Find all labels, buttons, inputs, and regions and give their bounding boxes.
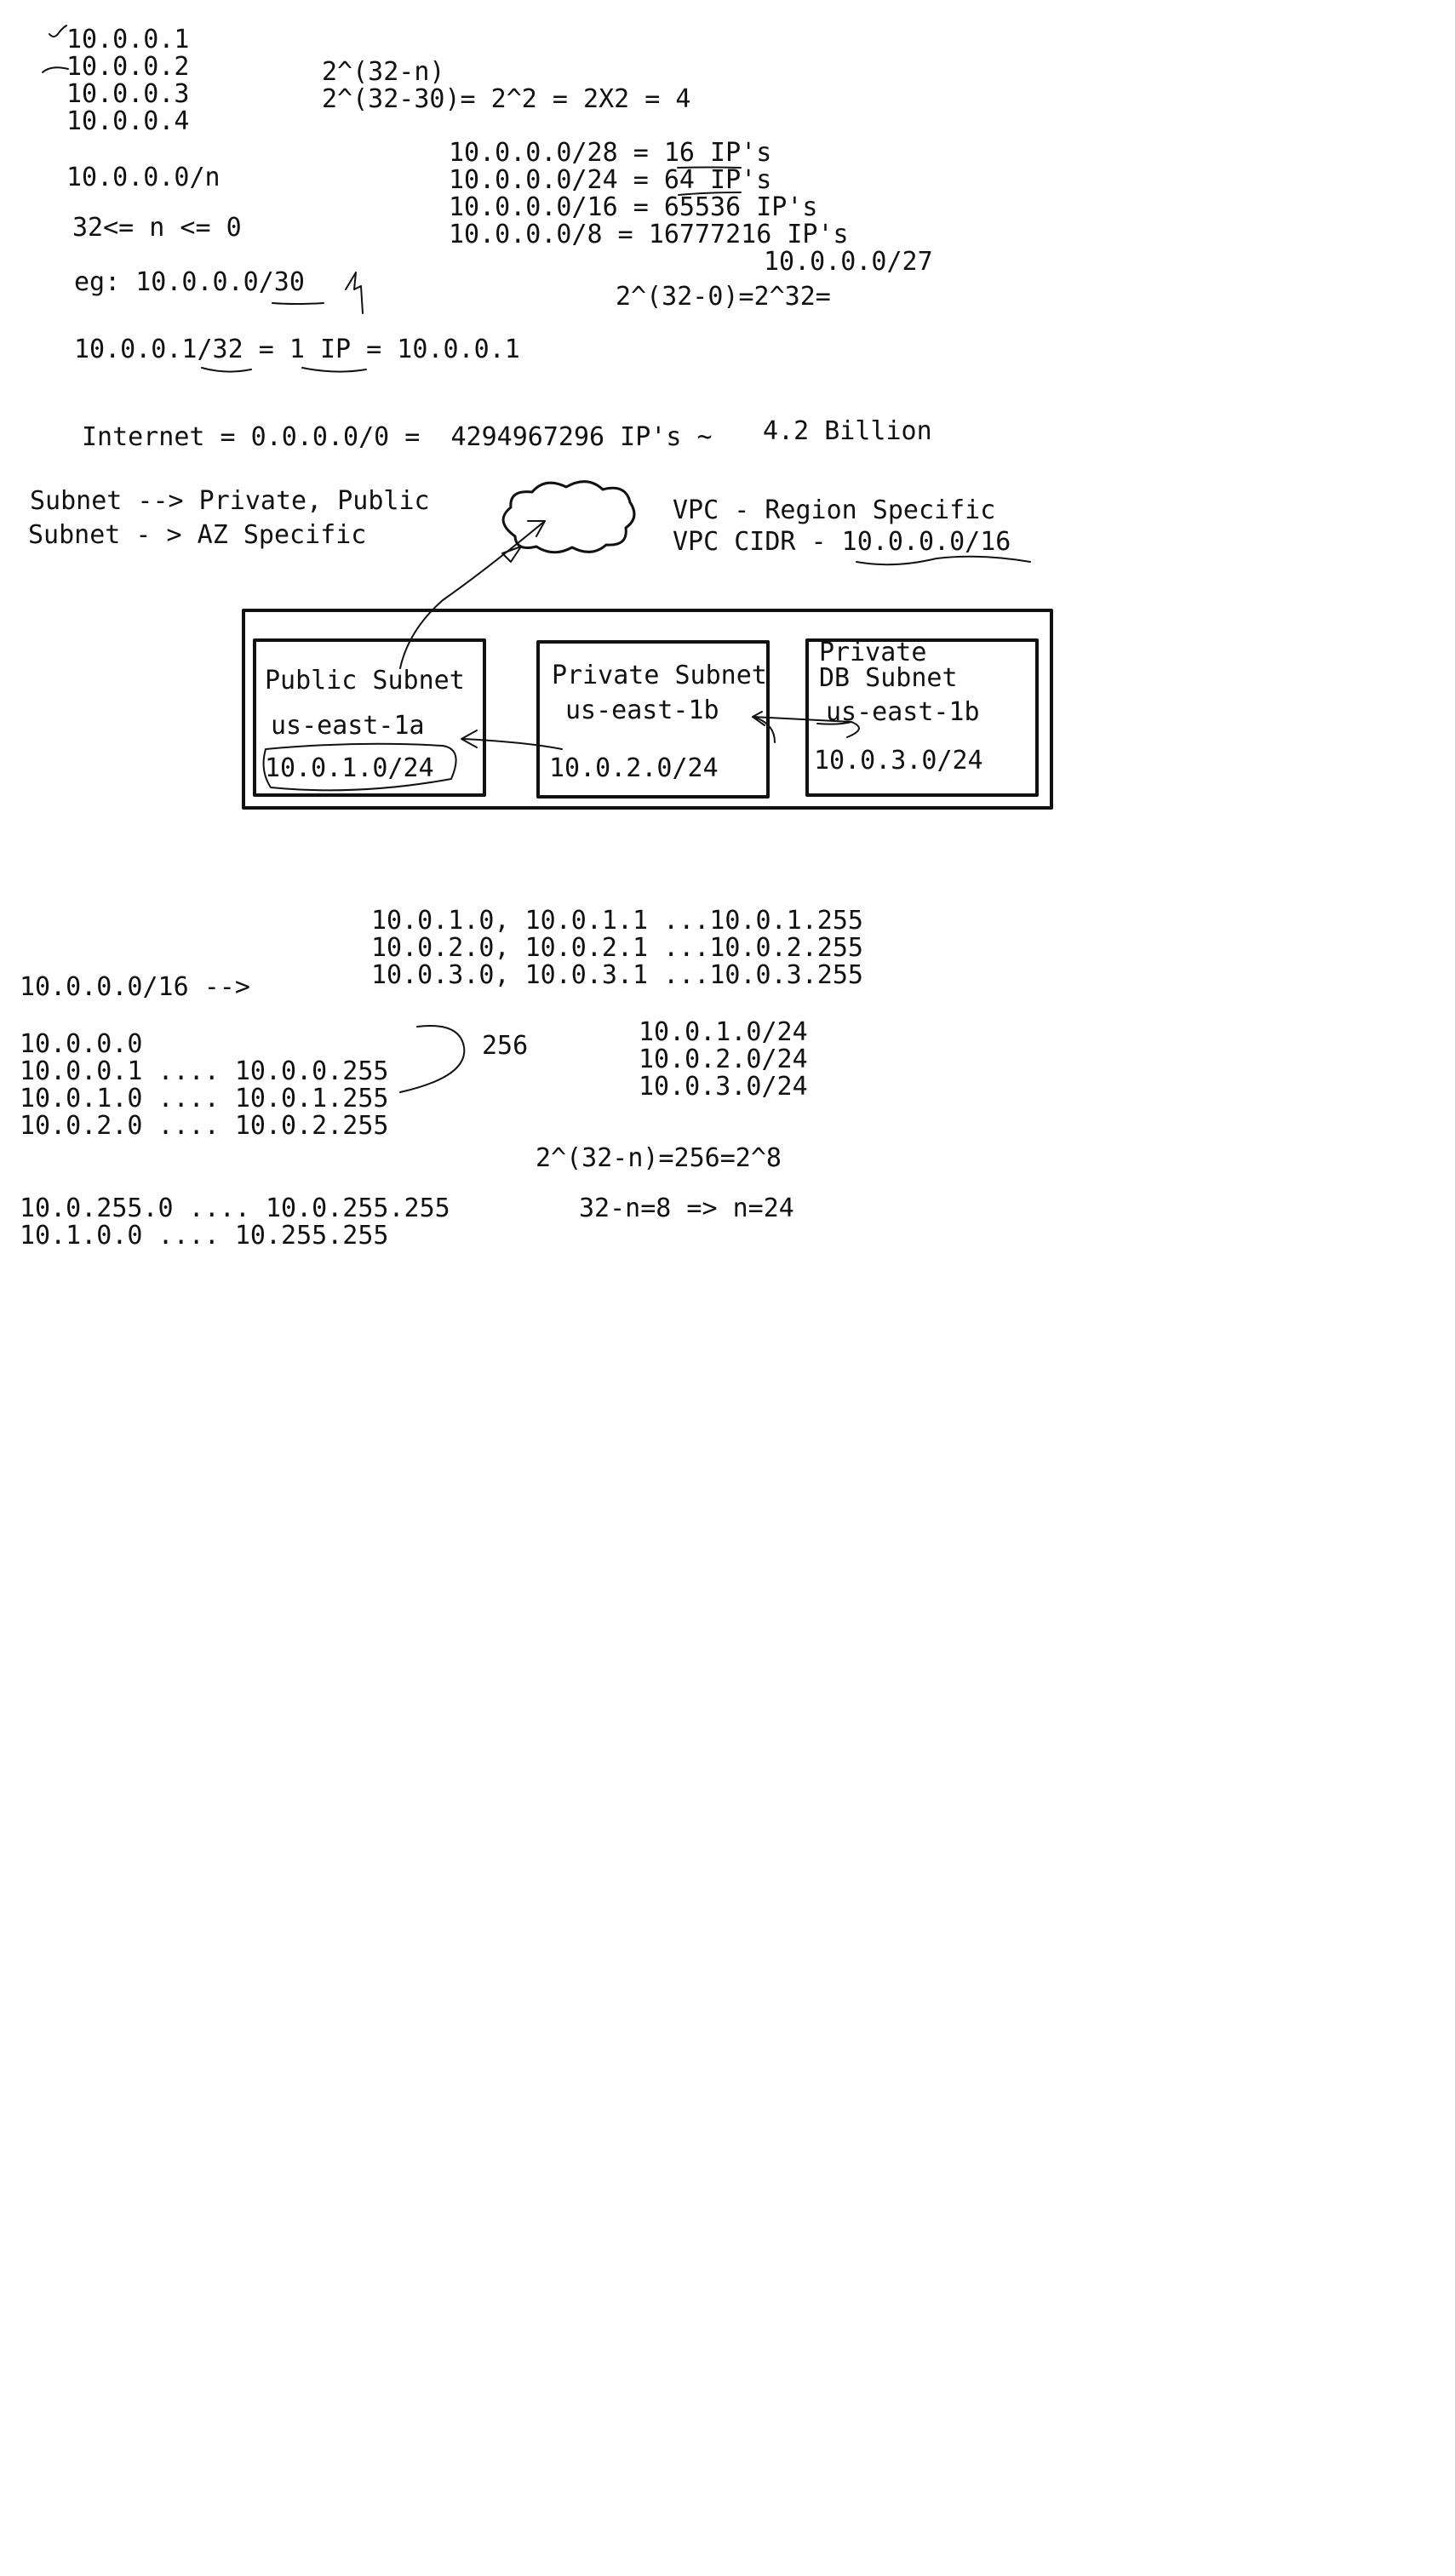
public-subnet-cidr: 10.0.1.0/24 (265, 753, 434, 783)
private-subnet-cidr: 10.0.2.0/24 (549, 753, 719, 783)
check-mark-icon (49, 25, 67, 37)
tick-mark-icon (42, 66, 69, 73)
vpc-note: VPC - Region Specific (673, 495, 996, 525)
range-row: 10.0.2.0, 10.0.2.1 ...10.0.2.255 (371, 933, 863, 963)
cidr-size-row: 10.0.0.0/28 = 16 IP's (449, 138, 772, 168)
public-subnet-az: us-east-1a (271, 711, 425, 741)
vpc-arrow-note: 10.0.0.0/16 --> (20, 972, 250, 1002)
squiggle-mark (345, 272, 364, 314)
subnet-note: Subnet --> Private, Public (30, 486, 430, 516)
subnet-list-item: 10.0.2.0/24 (639, 1045, 808, 1074)
db-subnet-cidr: 10.0.3.0/24 (814, 746, 983, 776)
arrow-head-icon (752, 711, 765, 726)
breakdown-row: 10.0.1.0 .... 10.0.1.255 (20, 1084, 389, 1113)
arrow-head-icon (461, 730, 478, 748)
breakdown-row: 10.1.0.0 .... 10.255.255 (20, 1221, 389, 1251)
bracket-mark (399, 1025, 466, 1093)
underline-mark (201, 367, 252, 373)
cidr-notation: 10.0.0.0/n (66, 163, 221, 192)
public-subnet-title: Public Subnet (265, 666, 465, 696)
ip-list-item: 10.0.0.3 (66, 79, 190, 109)
subnet-list-item: 10.0.1.0/24 (639, 1017, 808, 1047)
range-row: 10.0.3.0, 10.0.3.1 ...10.0.3.255 (371, 960, 863, 990)
power-32: 2^(32-0)=2^32= (616, 282, 831, 312)
cloud-icon (501, 480, 636, 554)
underline-mark (856, 555, 1031, 566)
cidr-size-row: 10.0.0.0/8 = 16777216 IP's (449, 220, 849, 249)
db-subnet-az: us-east-1b (826, 697, 980, 727)
count-256: 256 (482, 1031, 529, 1061)
example-cidr: eg: 10.0.0.0/30 (74, 267, 305, 297)
internet-note: Internet = 0.0.0.0/0 = 4294967296 IP's ~ (82, 422, 713, 452)
subnet-list-item: 10.0.3.0/24 (639, 1072, 808, 1102)
single-ip-note: 10.0.0.1/32 = 1 IP = 10.0.0.1 (74, 335, 520, 364)
db-subnet-title: DB Subnet (819, 663, 958, 693)
breakdown-row: 10.0.2.0 .... 10.0.2.255 (20, 1111, 389, 1141)
private-subnet-az: us-east-1b (565, 696, 719, 725)
arrow-line (463, 738, 563, 750)
cidr-size-row: 10.0.0.0/16 = 65536 IP's (449, 192, 818, 222)
vpc-cidr-note: VPC CIDR - 10.0.0.0/16 (673, 527, 1011, 557)
cidr-27: 10.0.0.0/27 (764, 247, 933, 277)
arrow-line (399, 520, 546, 669)
private-subnet-title: Private Subnet (552, 661, 767, 690)
subnet-note: Subnet - > AZ Specific (28, 520, 367, 550)
underline-mark (301, 367, 367, 373)
cidr-size-row: 10.0.0.0/24 = 64 IP's (449, 165, 772, 195)
ip-list-item: 10.0.0.1 (66, 25, 190, 54)
internet-billion: 4.2 Billion (763, 416, 932, 446)
arrow-head-icon (527, 520, 546, 537)
ip-list-item: 10.0.0.4 (66, 106, 190, 136)
calc-line: 32-n=8 => n=24 (579, 1194, 794, 1223)
prefix-range: 32<= n <= 0 (72, 213, 242, 243)
formula: 2^(32-n) (322, 57, 445, 87)
ip-list-item: 10.0.0.2 (66, 52, 190, 82)
arrow-tail-icon (501, 546, 522, 563)
breakdown-row: 10.0.0.0 (20, 1029, 143, 1059)
range-row: 10.0.1.0, 10.0.1.1 ...10.0.1.255 (371, 906, 863, 936)
calc-line: 2^(32-n)=256=2^8 (536, 1143, 782, 1173)
formula-example: 2^(32-30)= 2^2 = 2X2 = 4 (322, 84, 691, 114)
underline-mark (272, 302, 324, 305)
breakdown-row: 10.0.255.0 .... 10.0.255.255 (20, 1194, 450, 1223)
breakdown-row: 10.0.0.1 .... 10.0.0.255 (20, 1056, 389, 1086)
